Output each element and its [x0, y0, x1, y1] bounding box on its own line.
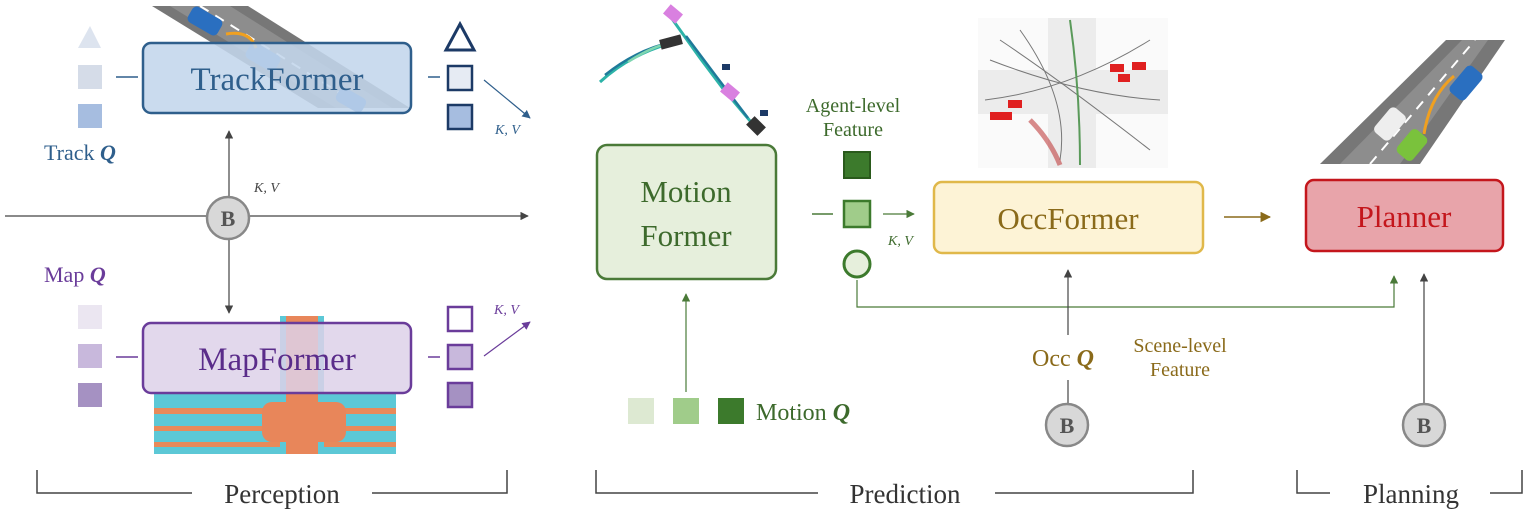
track-kv-arrow — [483, 79, 531, 119]
prediction-bracket — [595, 470, 1194, 494]
motion-kv-label: K, V — [887, 234, 914, 249]
occformer-box — [932, 180, 1205, 255]
motionformer-label-line1: Motion — [640, 174, 732, 209]
motion-q-label: Motion Q — [756, 400, 850, 426]
map-q-label: Map Q — [44, 262, 106, 287]
perception-bracket — [36, 470, 508, 494]
scene-feature-label-line1: Scene-level — [1133, 335, 1227, 357]
agent-to-planner-path — [856, 275, 1399, 308]
agent-feature-stack — [842, 151, 872, 279]
mapformer-label: MapFormer — [198, 342, 356, 378]
scene-feature-label-line2: Feature — [1150, 359, 1210, 381]
agent-feature-label-line1: Agent-level — [806, 95, 901, 117]
bev-node-planner-label: B — [1417, 413, 1432, 438]
occformer-label: OccFormer — [997, 201, 1139, 236]
trackformer-label: TrackFormer — [191, 62, 364, 98]
agent-feature-label-line2: Feature — [823, 119, 883, 141]
perception-label: Perception — [224, 479, 340, 509]
trackformer-box — [141, 41, 413, 115]
motion-query-stack — [628, 398, 744, 424]
track-kv-label: K, V — [494, 123, 521, 138]
map-kv-label: K, V — [493, 303, 520, 318]
track-q-label: Track Q — [44, 140, 116, 165]
occ-q-label: Occ Q — [1032, 346, 1094, 372]
planner-box — [1304, 178, 1505, 253]
bev-kv-label: K, V — [253, 181, 280, 196]
planning-bracket — [1296, 470, 1523, 494]
bev-node-occ — [1044, 402, 1090, 448]
occupancy-illustration — [978, 18, 1168, 168]
track-query-stack — [78, 26, 102, 128]
planning-road-illustration — [1320, 39, 1505, 165]
map-output-stack — [446, 305, 474, 409]
planning-label: Planning — [1363, 479, 1459, 509]
bev-node-occ-label: B — [1060, 413, 1075, 438]
map-query-stack — [78, 305, 102, 407]
bev-node-perception-label: B — [221, 206, 236, 231]
track-output-stack — [443, 20, 477, 131]
planner-label: Planner — [1357, 199, 1452, 234]
mapformer-box — [141, 321, 413, 395]
bev-node-planner — [1401, 402, 1447, 448]
prediction-label: Prediction — [850, 479, 961, 509]
map-kv-arrow — [483, 321, 531, 357]
motionformer-box — [595, 143, 778, 281]
motionformer-label-line2: Former — [640, 218, 732, 253]
bev-node-perception — [205, 195, 251, 241]
trajectory-illustration — [598, 4, 768, 136]
